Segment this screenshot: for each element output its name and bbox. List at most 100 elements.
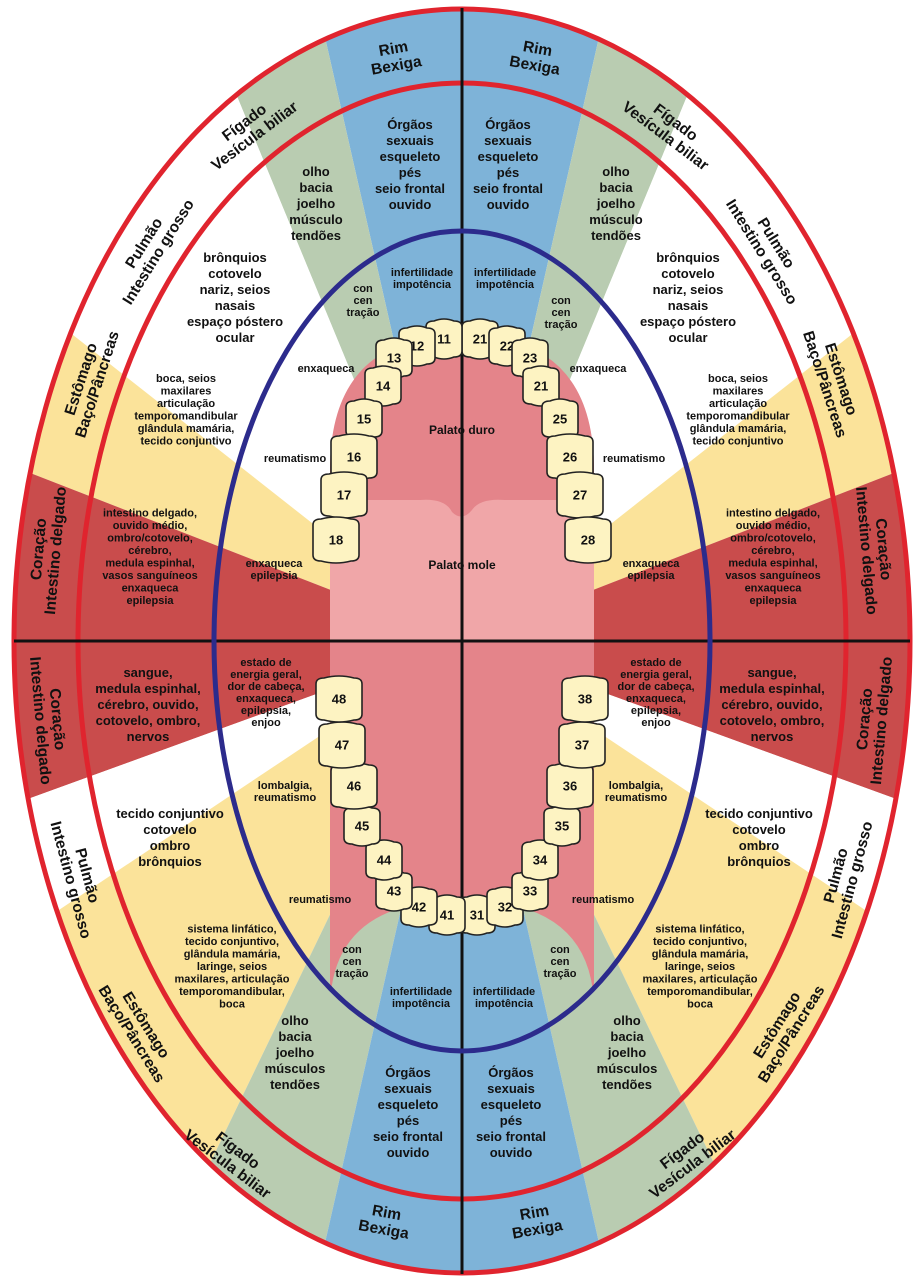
tooth-upper-left-8-crown (312, 516, 360, 564)
tooth-lower-left-5: 45 (343, 805, 381, 847)
tooth-upper-right-1-number: 21 (473, 332, 487, 347)
tooth-lower-right-1: 31 (458, 894, 496, 936)
tooth-lower-right-3: 33 (511, 870, 549, 912)
tooth-upper-right-8: 28 (564, 516, 612, 564)
tooth-upper-right-8-number: 28 (581, 533, 595, 548)
tooth-lower-left-2-number: 42 (412, 900, 426, 915)
tooth-upper-right-3-number: 23 (523, 351, 537, 366)
inner-lombalgia-right: lombalgia,reumatismo (605, 780, 668, 804)
tooth-lower-right-6-number: 36 (563, 779, 577, 794)
tooth-upper-right-7: 27 (556, 471, 604, 519)
tooth-upper-left-4: 14 (364, 365, 402, 407)
tooth-upper-right-8-crown (564, 516, 612, 564)
tooth-lower-right-4-number: 34 (533, 853, 548, 868)
tooth-lower-left-6: 46 (330, 762, 378, 810)
inner-enxaqueca-left: enxaqueca (298, 363, 356, 375)
tooth-lower-right-1-number: 31 (470, 908, 484, 923)
tooth-upper-right-4-number: 21 (534, 379, 548, 394)
tooth-lower-right-4-crown (521, 839, 559, 881)
organ-label-rim-bexiga-top-right: RimBexiga (508, 36, 564, 78)
tooth-lower-right-6-crown (546, 762, 594, 810)
tooth-upper-left-4-number: 14 (376, 379, 391, 394)
tooth-upper-left-5-number: 15 (357, 412, 371, 427)
inner-reumatismo-top-right: reumatismo (603, 453, 666, 465)
tooth-upper-left-7-number: 17 (337, 488, 351, 503)
tooth-lower-right-7: 37 (558, 721, 606, 769)
tooth-lower-right-5: 35 (543, 805, 581, 847)
tooth-lower-left-1-number: 41 (440, 908, 454, 923)
tooth-upper-left-6-number: 16 (347, 450, 361, 465)
chart-outlines (11, 6, 913, 1276)
palate-soft-label: Palato mole (428, 558, 496, 572)
tooth-upper-right-4-crown (522, 365, 560, 407)
tooth-upper-right-7-crown (556, 471, 604, 519)
tooth-lower-right-8: 38 (561, 675, 609, 723)
tooth-lower-left-8-number: 48 (332, 692, 346, 707)
tooth-lower-right-3-crown (511, 870, 549, 912)
tooth-lower-left-7: 47 (318, 721, 366, 769)
tooth-lower-right-8-number: 38 (578, 692, 592, 707)
tooth-lower-right-3-number: 33 (523, 884, 537, 899)
tooth-upper-left-1-number: 11 (437, 332, 451, 347)
inner-reumatismo-bottom-left: reumatismo (289, 894, 352, 906)
tooth-upper-left-2-number: 12 (410, 339, 424, 354)
tooth-upper-right-7-number: 27 (573, 488, 587, 503)
tooth-upper-left-7-crown (320, 471, 368, 519)
tooth-upper-right-2-number: 22 (500, 339, 514, 354)
tooth-lower-right-8-crown (561, 675, 609, 723)
tooth-lower-left-7-crown (318, 721, 366, 769)
tooth-upper-left-8: 18 (312, 516, 360, 564)
tooth-lower-right-1-crown (458, 894, 496, 936)
tooth-upper-left-5: 15 (345, 398, 383, 440)
organ-label-rim-bexiga-top-left: RimBexiga (367, 36, 423, 78)
ring-text-sangue-right: sangue,medula espinhal,cérebro, ouvido,c… (719, 665, 824, 744)
tooth-upper-right-5-number: 25 (553, 412, 567, 427)
ring-text-intestino-top-right: intestino delgado,ouvido médio,ombro/cot… (725, 507, 820, 607)
tooth-upper-left-8-number: 18 (329, 533, 343, 548)
ring-text-intestino-top-left: intestino delgado,ouvido médio,ombro/cot… (102, 507, 197, 607)
tooth-lower-left-3-number: 43 (387, 884, 401, 899)
tooth-lower-left-8-crown (315, 675, 363, 723)
inner-reumatismo-bottom-right: reumatismo (572, 894, 635, 906)
tooth-lower-left-4-number: 44 (377, 853, 392, 868)
tooth-lower-right-6: 36 (546, 762, 594, 810)
tooth-upper-left-7: 17 (320, 471, 368, 519)
ring-text-sistema-left: sistema linfático,tecido conjuntivo,glân… (175, 924, 290, 1011)
tooth-upper-right-5: 25 (541, 398, 579, 440)
tooth-lower-right-7-number: 37 (575, 738, 589, 753)
tooth-upper-right-6-crown (546, 433, 594, 481)
tooth-lower-left-7-number: 47 (335, 738, 349, 753)
tooth-lower-left-8: 48 (315, 675, 363, 723)
tooth-lower-right-7-crown (558, 721, 606, 769)
inner-lombalgia-left: lombalgia,reumatismo (254, 780, 317, 804)
tooth-upper-right-6: 26 (546, 433, 594, 481)
tooth-lower-right-5-crown (543, 805, 581, 847)
tooth-upper-left-3-number: 13 (387, 351, 401, 366)
inner-reumatismo-top-left: reumatismo (264, 453, 327, 465)
tooth-lower-left-4: 44 (365, 839, 403, 881)
tooth-upper-right-6-number: 26 (563, 450, 577, 465)
ring-text-sangue-left: sangue,medula espinhal,cérebro, ouvido,c… (95, 665, 200, 744)
